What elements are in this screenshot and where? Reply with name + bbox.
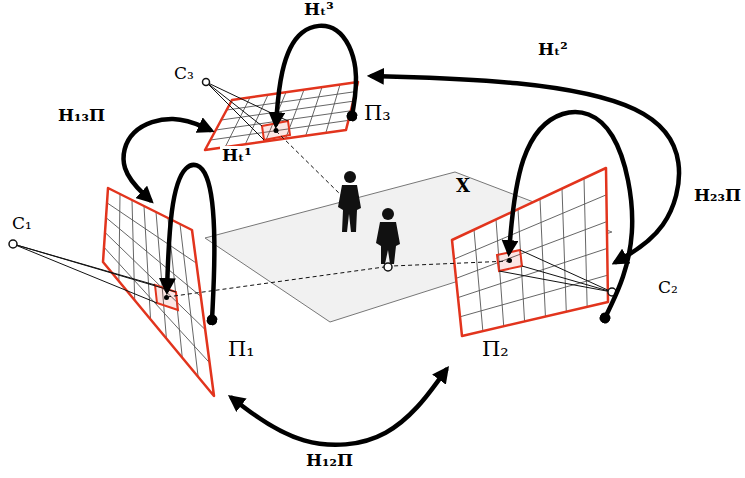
person-head (344, 171, 356, 183)
camera-center (203, 79, 210, 86)
plane-border (205, 82, 358, 150)
image-plane-shape (446, 164, 616, 370)
homography-arrow (232, 370, 446, 445)
plane-label: Π₁ (228, 338, 255, 361)
grid-line (326, 85, 340, 133)
grid-line (460, 275, 608, 317)
plane-label: Π₂ (482, 338, 509, 361)
homography-arrow (124, 119, 210, 200)
grid-line (540, 199, 545, 317)
ray (499, 271, 612, 292)
homography-label: Hₜ² (536, 40, 570, 59)
plane-fill (205, 82, 358, 150)
homography-label: Hₜ³ (302, 0, 336, 19)
homography-label: Hₜ¹ (220, 146, 254, 165)
ray (520, 250, 612, 292)
image-plane-shape (98, 184, 266, 402)
camera-label: C₁ (10, 214, 34, 233)
camera-center (9, 240, 17, 248)
self-homography-arrow (276, 26, 356, 124)
plane-border (103, 188, 214, 396)
grid-line (562, 189, 566, 312)
grid-line (210, 120, 348, 140)
plane-fill (452, 168, 608, 336)
grid-line (144, 206, 151, 319)
person-body (376, 222, 400, 264)
ground-point (384, 263, 392, 271)
grid-line (132, 200, 135, 300)
grid-line (107, 203, 196, 263)
homography-arrow (372, 76, 679, 262)
self-homography-arrow (509, 112, 632, 318)
camera-label: C₃ (172, 64, 196, 83)
homography-label: H₁₃Π (56, 106, 107, 125)
dashed-ray (392, 261, 510, 266)
grid-line (496, 219, 504, 326)
grid-line (456, 222, 607, 279)
grid-line (474, 230, 483, 331)
plane-fill (103, 188, 214, 396)
dashed-ray (167, 267, 384, 297)
people (338, 171, 400, 271)
homography-label: H₁₂Π (304, 451, 355, 470)
ray (206, 82, 264, 140)
grid-line (119, 194, 120, 281)
ray (522, 266, 612, 292)
camera-rays (13, 82, 612, 303)
point-label: X (456, 176, 470, 196)
self-homography-arrow (167, 165, 214, 320)
ray (13, 244, 176, 292)
ray (13, 244, 157, 303)
grid-line (104, 247, 210, 363)
person-body (338, 185, 361, 232)
plane-label: Π₃ (364, 102, 391, 125)
cameras (9, 79, 616, 297)
plane-border (452, 168, 608, 336)
image-plane: Π₁ (98, 184, 266, 402)
person-head (382, 208, 394, 220)
grid-line (156, 212, 166, 339)
detection-point (507, 258, 512, 263)
plane-grid (104, 194, 210, 377)
camera-label: C₂ (656, 278, 680, 297)
dashed-ray (276, 131, 346, 200)
grid-line (306, 87, 322, 136)
ray (206, 82, 262, 126)
detection-point (164, 295, 169, 300)
homography-label: H₂₃Π (692, 186, 743, 205)
image-plane: Π₂ (446, 164, 616, 370)
